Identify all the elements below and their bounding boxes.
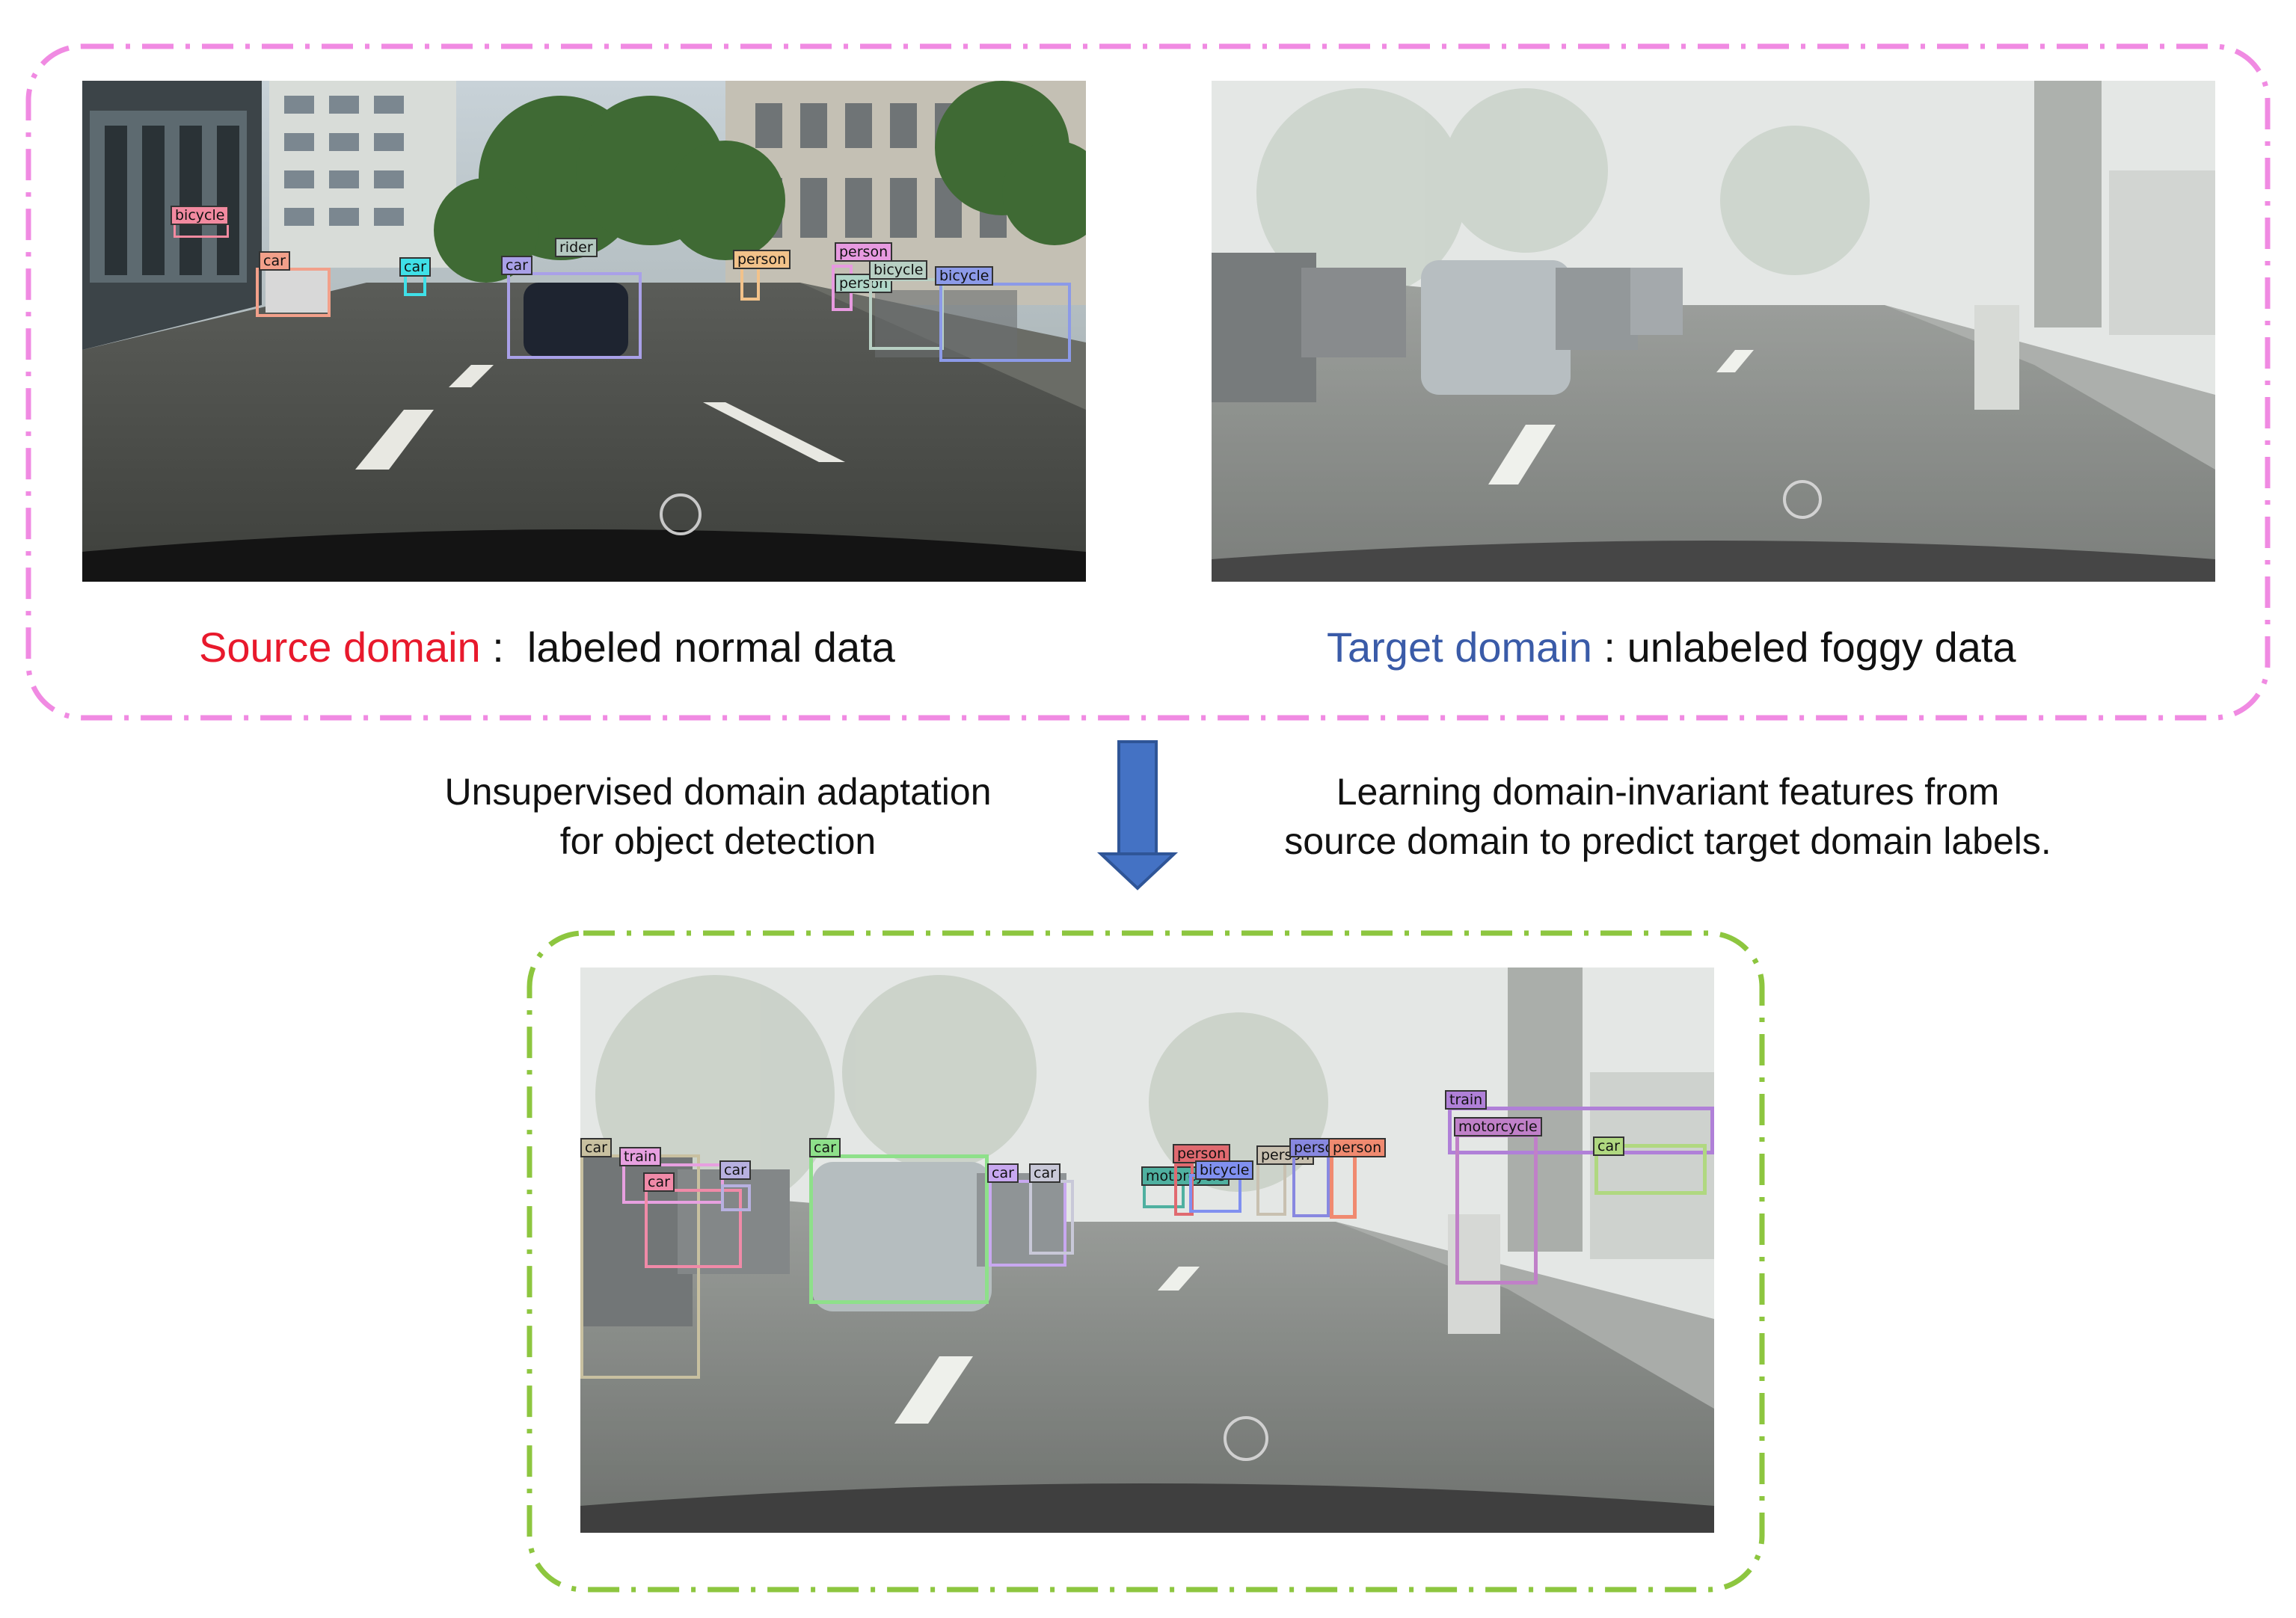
target-description: unlabeled foggy data	[1627, 624, 2016, 671]
bbox-label: car	[501, 256, 532, 275]
bbox-label: person	[835, 274, 893, 293]
bbox	[721, 1184, 751, 1211]
bbox-label: person	[1328, 1138, 1387, 1157]
uda-note: Unsupervised domain adaptation for objec…	[419, 767, 1017, 866]
source-photo: bicycle car car car rider person person …	[82, 81, 1086, 582]
bbox	[869, 278, 944, 350]
target-photo	[1212, 81, 2215, 582]
bbox	[740, 265, 760, 301]
source-separator: :	[480, 624, 527, 671]
result-frame	[527, 930, 1765, 1593]
bbox-label: car	[259, 251, 290, 271]
feature-note-line2: source domain to predict target domain l…	[1284, 820, 2051, 862]
bbox-label: car	[987, 1163, 1019, 1183]
bbox	[1448, 1107, 1714, 1154]
bbox	[1330, 1147, 1357, 1219]
bbox	[507, 272, 642, 359]
bbox	[645, 1189, 742, 1268]
bbox-label: car	[719, 1160, 751, 1180]
bbox-label: car	[580, 1138, 612, 1157]
bbox	[256, 268, 331, 317]
bbox-label: car	[809, 1138, 841, 1157]
bbox-label: car	[1593, 1136, 1624, 1156]
bbox	[1594, 1144, 1707, 1195]
bbox-label: person	[733, 250, 791, 269]
target-domain-highlight: Target domain	[1327, 624, 1592, 671]
feature-note-line1: Learning domain-invariant features from	[1336, 771, 2000, 813]
bbox-label: car	[399, 257, 431, 277]
result-photo: car train car car car car car motorcycle…	[580, 968, 1714, 1533]
target-foggy-scene	[1212, 81, 2215, 582]
source-domain-highlight: Source domain	[199, 624, 481, 671]
down-arrow-icon	[1096, 740, 1179, 890]
bbox-label: bicycle	[935, 266, 994, 286]
bbox	[622, 1163, 724, 1204]
target-caption: Target domain : unlabeled foggy data	[1327, 622, 2016, 673]
bbox-label: train	[1445, 1090, 1488, 1110]
uda-note-line1: Unsupervised domain adaptation	[444, 771, 992, 813]
bbox	[1455, 1133, 1538, 1285]
result-foggy-scene	[580, 968, 1714, 1533]
bbox	[939, 283, 1071, 362]
bbox	[809, 1154, 989, 1304]
bbox-label: person	[835, 242, 893, 262]
bbox	[404, 274, 426, 296]
bbox-label: car	[1029, 1163, 1060, 1183]
source-description: labeled normal data	[527, 624, 895, 671]
bbox	[1256, 1156, 1286, 1216]
source-caption: Source domain : labeled normal data	[199, 622, 895, 673]
bbox-label: car	[643, 1172, 675, 1192]
bbox	[989, 1180, 1066, 1267]
target-separator: :	[1591, 624, 1627, 671]
bbox	[1029, 1180, 1074, 1255]
source-target-frame	[25, 43, 2271, 721]
bbox-label: person	[1173, 1144, 1231, 1163]
bbox-label: bicycle	[171, 206, 230, 225]
bbox-label: rider	[555, 238, 598, 257]
source-street-scene	[82, 81, 1086, 582]
bbox	[1174, 1163, 1194, 1216]
uda-note-line2: for object detection	[559, 820, 877, 862]
bbox-label: motorcycle	[1454, 1117, 1542, 1136]
bbox-label: train	[619, 1147, 662, 1166]
feature-note: Learning domain-invariant features from …	[1241, 767, 2094, 866]
bbox-label: bicycle	[869, 260, 928, 280]
bbox-label: bicycle	[1195, 1160, 1254, 1180]
